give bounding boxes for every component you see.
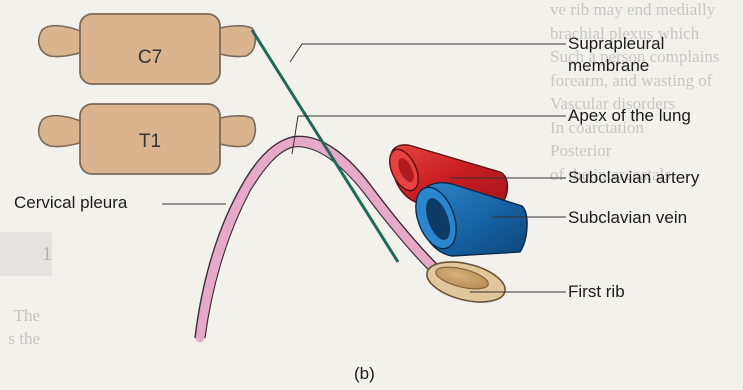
- c7-label: C7: [80, 47, 220, 69]
- cervical-pleura-label: Cervical pleura: [14, 193, 127, 213]
- subclavian-vein: [408, 182, 527, 256]
- suprapleural-membrane-label-line1: Suprapleural: [568, 34, 664, 54]
- first-rib-label: First rib: [568, 282, 625, 302]
- subclavian-artery-label: Subclavian artery: [568, 168, 699, 188]
- apex-of-lung-label: Apex of the lung: [568, 106, 691, 126]
- leader-apex: [292, 116, 298, 154]
- leader-suprapleural: [290, 44, 302, 62]
- t1-label: T1: [80, 131, 220, 153]
- subclavian-vein-label: Subclavian vein: [568, 208, 687, 228]
- suprapleural-membrane-label-line2: membrane: [568, 56, 649, 76]
- figure-caption: (b): [354, 364, 375, 384]
